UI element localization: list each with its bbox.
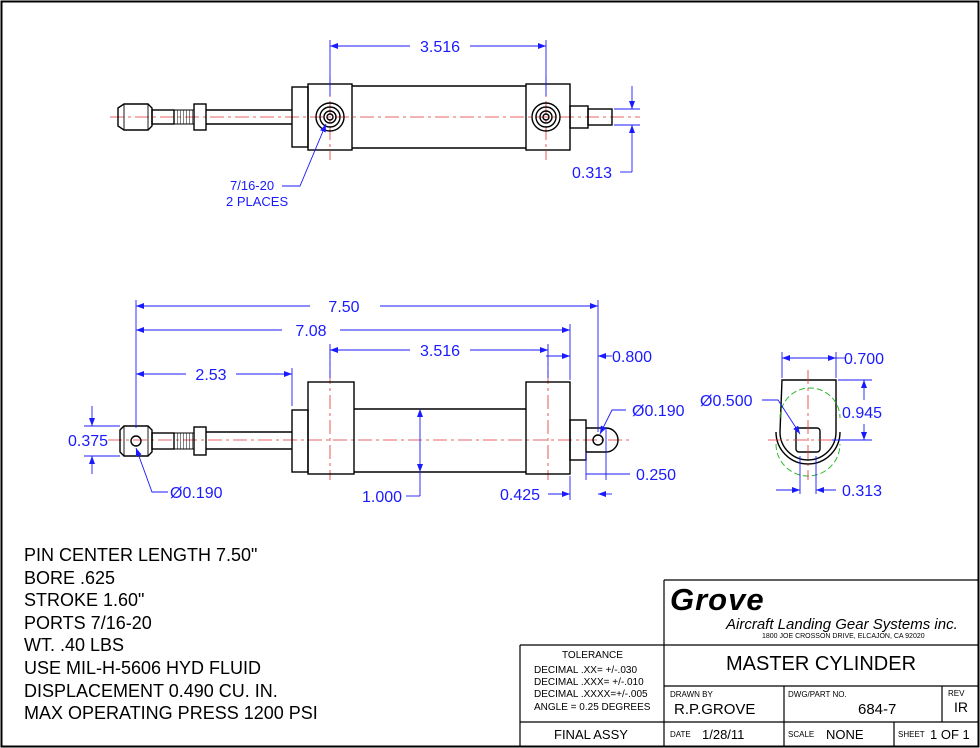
- side-dim-rod-eye: 2.53: [195, 367, 226, 384]
- note-item: WT. .40 LBS: [24, 635, 125, 656]
- company-logo: Grove: [670, 582, 765, 617]
- note-item: PORTS 7/16-20: [24, 612, 152, 633]
- top-port-callout: 7/16-20: [230, 178, 274, 193]
- scale-value: NONE: [826, 727, 864, 742]
- end-dim-width: 0.700: [844, 351, 884, 368]
- company-name: Aircraft Landing Gear Systems inc.: [726, 616, 958, 633]
- tolerance-line: DECIMAL .XX= +/-.030: [534, 665, 638, 676]
- rev-label: REV: [948, 689, 965, 698]
- top-dim-length: 3.516: [420, 39, 460, 56]
- end-dim-slot: 0.313: [842, 483, 882, 500]
- part-no-label: DWG/PART NO.: [788, 690, 847, 699]
- scale-label: SCALE: [788, 730, 815, 739]
- tolerance-line: ANGLE = 0.25 DEGREES: [534, 702, 651, 713]
- side-dim-overall: 7.50: [328, 299, 359, 316]
- side-dim-eye-height: 0.375: [68, 433, 108, 450]
- top-view: [110, 40, 640, 187]
- side-dim-ports: 3.516: [420, 343, 460, 360]
- end-dim-height: 0.945: [842, 405, 882, 422]
- company-address: 1800 JOE CROSSON DRIVE, ELCAJON, CA 9202…: [762, 633, 925, 640]
- end-view: [762, 352, 872, 494]
- drawing-title: MASTER CYLINDER: [725, 653, 917, 675]
- part-no-value: 684-7: [858, 701, 897, 718]
- note-item: DISPLACEMENT 0.490 CU. IN.: [24, 680, 278, 701]
- note-item: PIN CENTER LENGTH 7.50": [24, 545, 258, 565]
- sheet-value: 1 OF 1: [930, 727, 970, 742]
- date-value: 1/28/11: [702, 727, 745, 742]
- note-item: BORE .625: [24, 567, 116, 588]
- side-dim-body-height: 1.000: [362, 489, 402, 506]
- drawn-by-value: R.P.GROVE: [674, 701, 756, 718]
- final-assy-label: FINAL ASSY: [554, 727, 628, 742]
- drawn-by-label: DRAWN BY: [670, 690, 713, 699]
- note-item: STROKE 1.60": [24, 590, 145, 611]
- tolerance-title: TOLERANCE: [562, 650, 623, 661]
- end-dim-radius: Ø0.500: [700, 393, 753, 410]
- top-dim-port-offset: 0.313: [572, 165, 612, 182]
- side-dim-rod-end: 0.800: [612, 349, 652, 366]
- title-block-frame: [519, 579, 978, 746]
- side-dim-rod-end-hole: Ø0.190: [632, 403, 685, 420]
- side-dim-body-to-pin: 7.08: [295, 323, 326, 340]
- sheet-label: SHEET: [898, 730, 925, 739]
- tolerance-line: DECIMAL .XXX= +/-.010: [534, 677, 644, 688]
- side-dim-clevis-width: 0.250: [636, 467, 676, 484]
- date-label: DATE: [670, 730, 691, 739]
- side-dim-hole-offset: 0.425: [500, 487, 540, 504]
- note-item: MAX OPERATING PRESS 1200 PSI: [24, 703, 318, 724]
- top-port-qty: 2 PLACES: [226, 194, 288, 209]
- tolerance-line: DECIMAL .XXXX=+/-.005: [534, 689, 648, 700]
- side-view: [84, 300, 630, 500]
- general-notes: PIN CENTER LENGTH 7.50" BORE .625 STROKE…: [24, 544, 318, 725]
- rev-value: IR: [954, 699, 968, 715]
- note-item: USE MIL-H-5606 HYD FLUID: [24, 657, 262, 678]
- side-dim-clevis-hole: Ø0.190: [170, 485, 223, 502]
